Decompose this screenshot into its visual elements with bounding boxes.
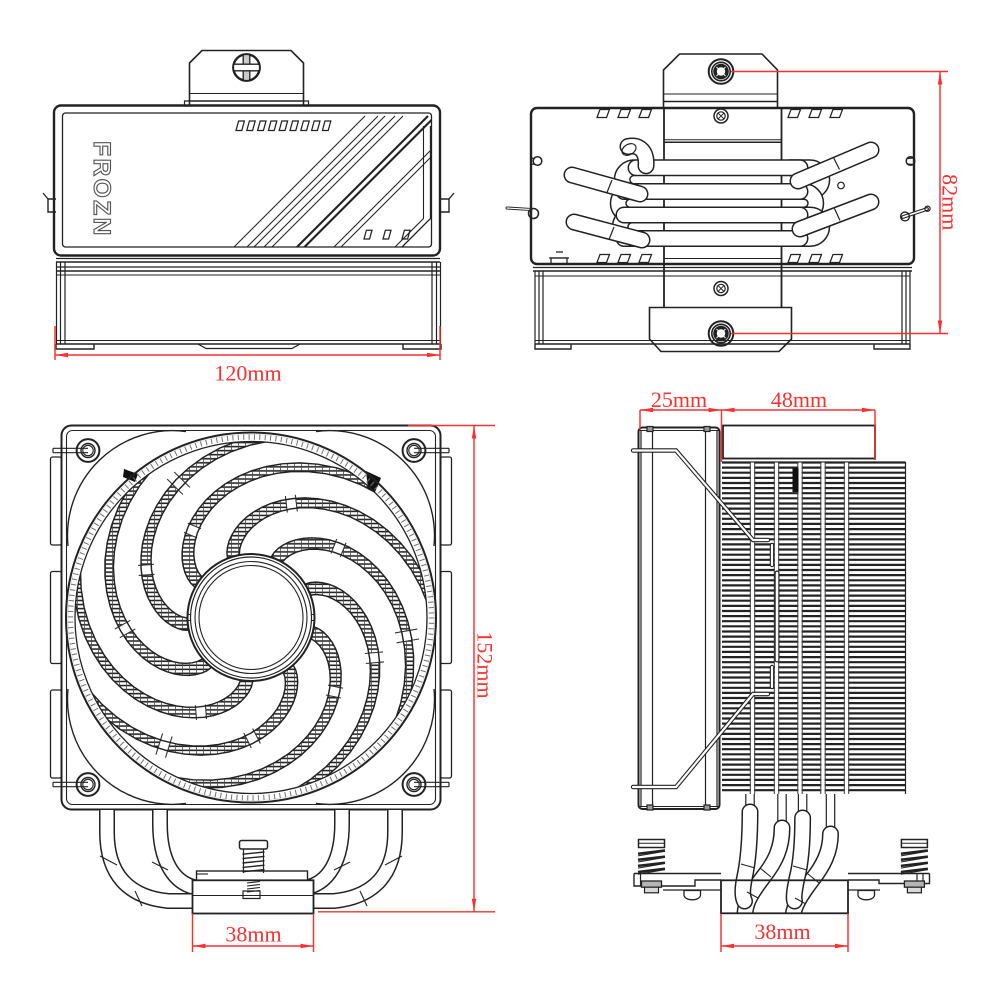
svg-text:152mm: 152mm <box>473 631 498 698</box>
svg-text:25mm: 25mm <box>651 387 707 412</box>
svg-text:FROZN: FROZN <box>88 141 115 238</box>
svg-text:48mm: 48mm <box>771 387 827 412</box>
svg-text:120mm: 120mm <box>214 361 281 386</box>
svg-text:38mm: 38mm <box>754 919 810 944</box>
svg-text:38mm: 38mm <box>225 922 281 947</box>
svg-text:82mm: 82mm <box>938 174 963 230</box>
